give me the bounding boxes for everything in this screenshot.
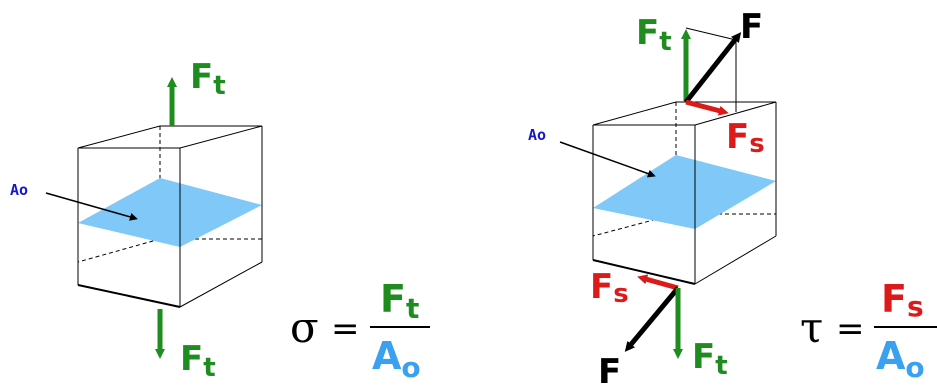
right-top-tension-label: Ft <box>636 13 672 57</box>
right-area-pointer-arrow <box>559 141 656 178</box>
right-area-label: Ao <box>528 126 546 144</box>
left-equals-sign: = <box>331 309 360 349</box>
right-bottom-tension-label: Ft <box>692 337 728 381</box>
right-visible-edges <box>592 101 777 285</box>
right-bottom-shear-arrow <box>637 274 679 291</box>
tau-symbol: τ <box>800 303 823 352</box>
left-block: Ao Ft Ft <box>10 57 263 383</box>
left-top-tension-label: Ft <box>190 57 226 101</box>
left-bottom-tension-label: Ft <box>180 339 216 383</box>
right-bottom-shear-label: Fs <box>590 267 629 309</box>
right-top-resultant-arrow <box>684 32 742 104</box>
right-top-construction-line <box>685 27 737 41</box>
right-numerator: Fs <box>881 277 924 323</box>
right-equals-sign: = <box>836 309 865 349</box>
sigma-symbol: σ <box>290 303 319 352</box>
normal-stress-formula: σ = Ft Ao <box>290 277 430 384</box>
right-top-shear-label: Fs <box>726 117 765 159</box>
right-bottom-front-edge <box>592 259 696 285</box>
right-bottom-resultant-label: F <box>598 352 621 387</box>
left-area-plane <box>78 178 262 247</box>
right-bottom-resultant-arrow <box>624 286 680 352</box>
left-visible-edges <box>77 125 263 308</box>
left-bottom-front-edge <box>77 284 181 308</box>
right-block: Ao Ft F Fs Fs F Ft <box>528 7 777 387</box>
right-denominator: Ao <box>876 334 925 384</box>
left-area-pointer-arrow <box>45 192 138 221</box>
right-area-plane <box>593 155 776 229</box>
right-top-shear-arrow <box>685 99 729 116</box>
left-area-label: Ao <box>10 181 28 199</box>
right-top-resultant-label: F <box>740 7 763 47</box>
left-numerator: Ft <box>380 277 419 325</box>
left-denominator: Ao <box>372 334 421 384</box>
shear-stress-formula: τ = Fs Ao <box>800 277 937 384</box>
